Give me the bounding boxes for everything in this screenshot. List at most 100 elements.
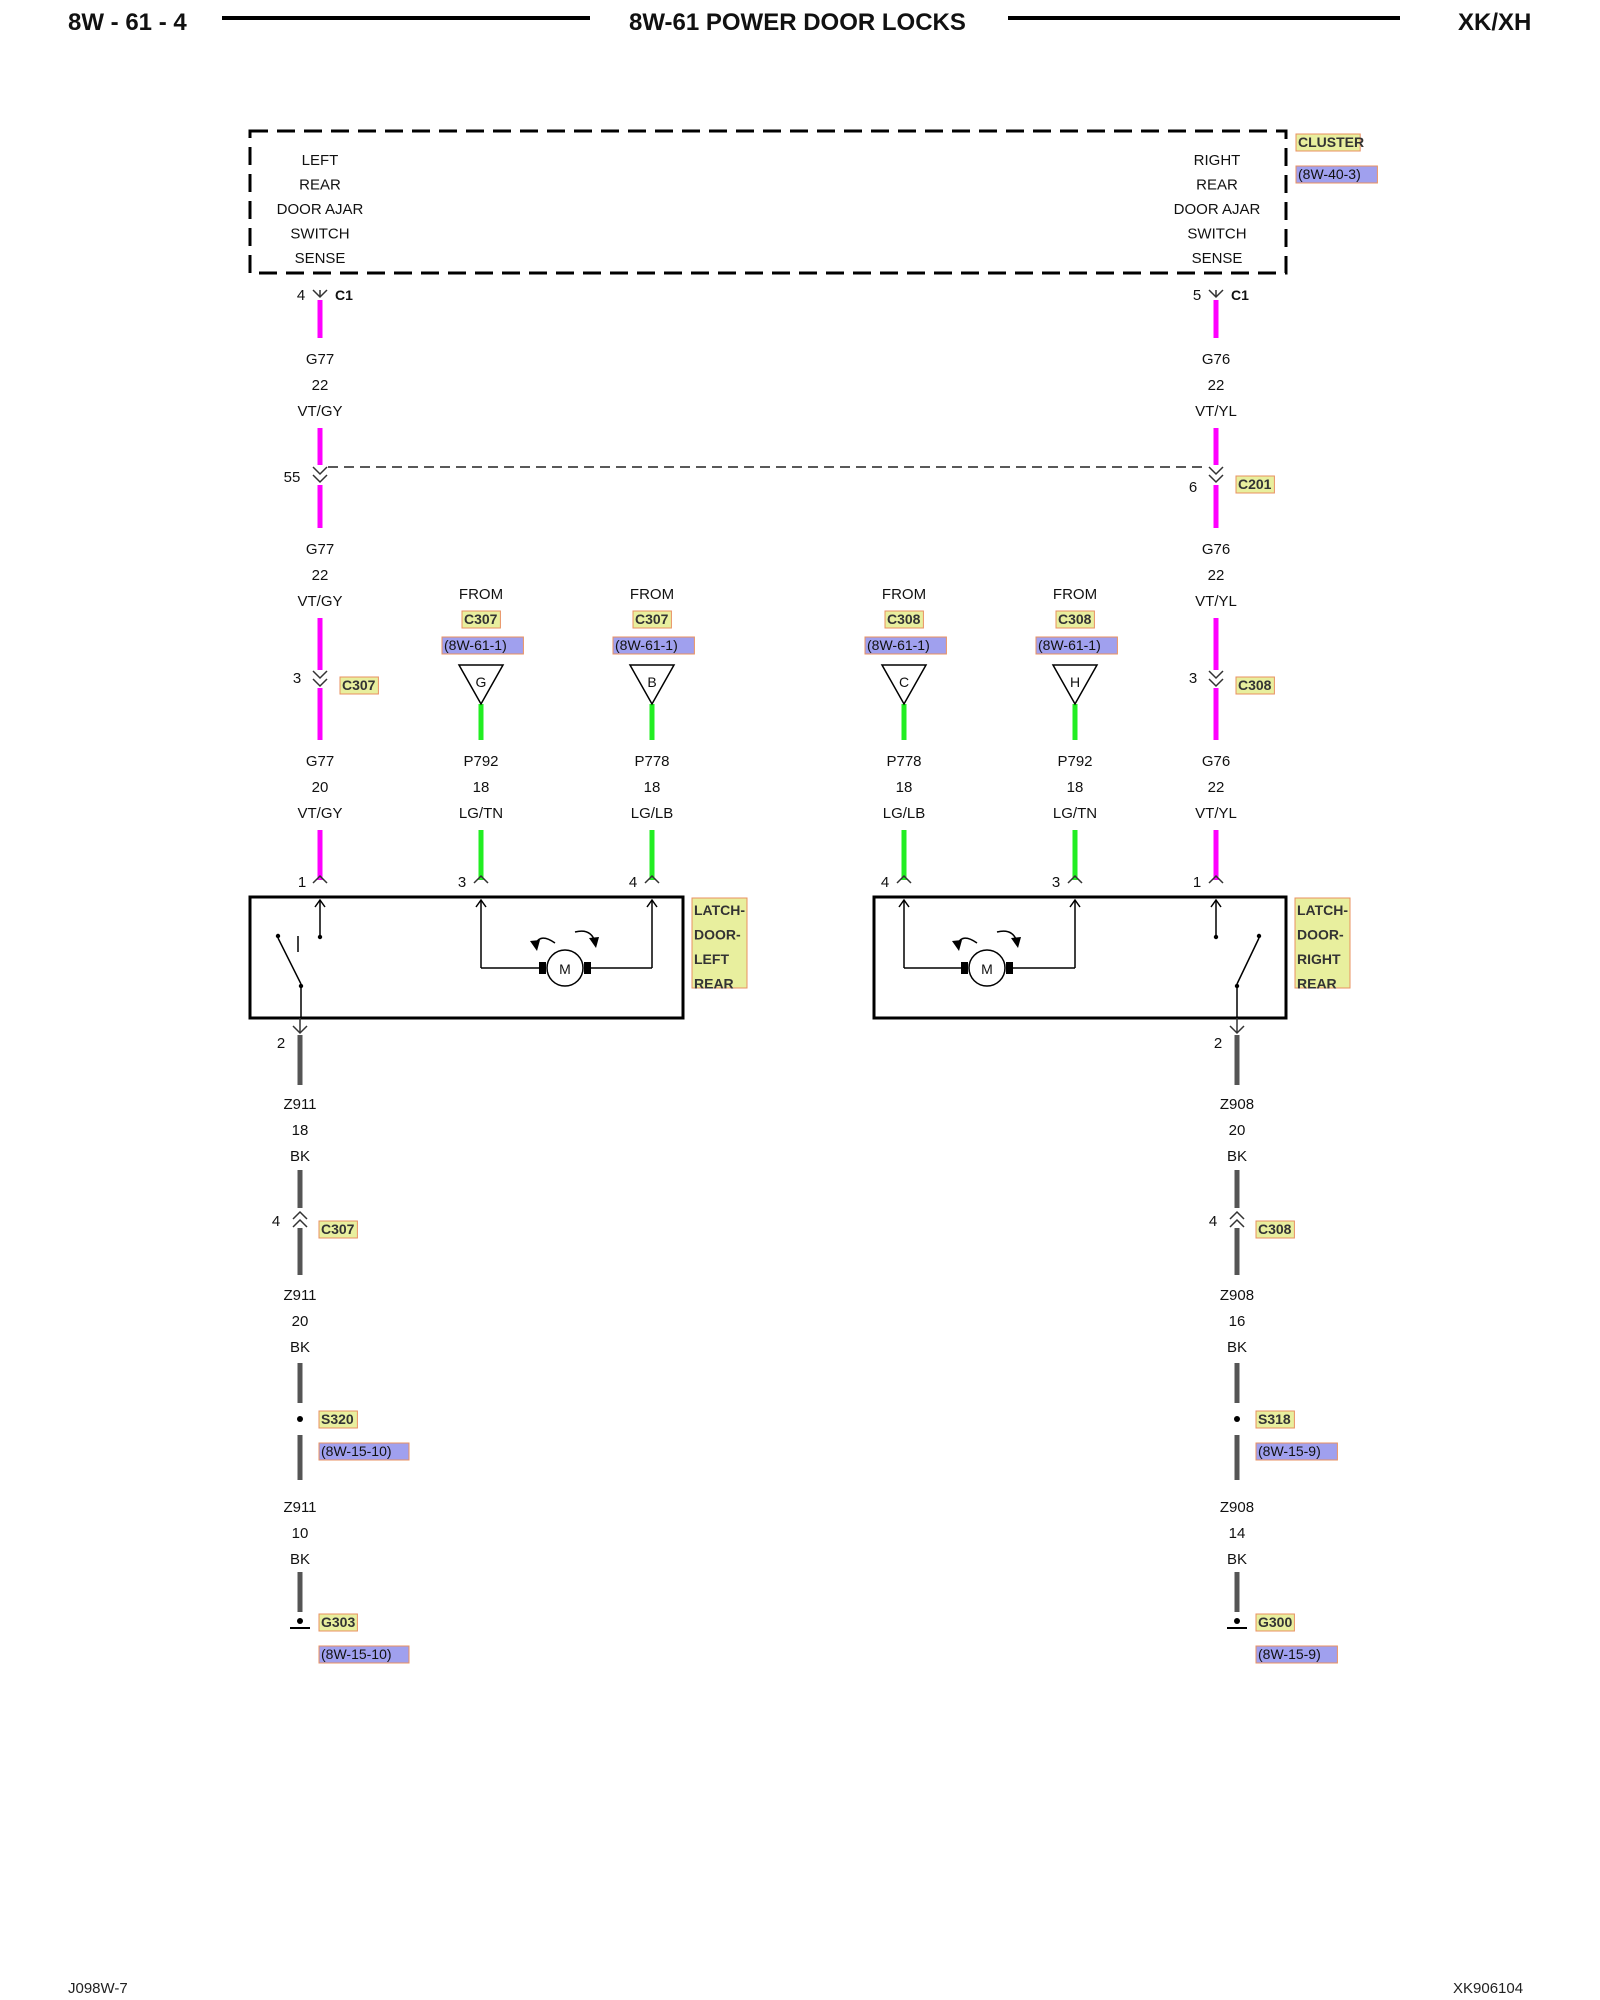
wire-z908-c-circuit: Z908 [1220, 1499, 1254, 1516]
from-arrow-triangle [1051, 664, 1099, 706]
motor-right-brush-a [961, 962, 968, 974]
latch-pin-chevron [1067, 874, 1083, 884]
latch-right-pin1-contact [1213, 934, 1219, 940]
latch-left-tag: LEFT [694, 951, 729, 967]
motor-right-brush-b [1006, 962, 1013, 974]
motor-left-rotation-head-left [530, 940, 540, 951]
pin-c307-g77: 3 [293, 670, 301, 687]
motor-left-arrow-b [646, 898, 658, 908]
motor-right-label: M [981, 961, 993, 977]
cluster-name-tag-bg [1295, 133, 1361, 152]
wire-z911-b-color: BK [290, 1339, 310, 1356]
latch-left-switch-blade [277, 937, 302, 985]
cluster-ref-tag: (8W-40-3) [1298, 166, 1361, 182]
latch-pin-number: 3 [1052, 874, 1060, 891]
connector-c307-g77-tag: C307 [342, 677, 376, 693]
cluster-left-label: REAR [299, 177, 341, 194]
motor-left-label: M [559, 961, 571, 977]
ground-g303-tag: G303 [321, 1614, 355, 1630]
cluster-right-label: SWITCH [1187, 226, 1246, 243]
wire-z908-b-gauge: 16 [1229, 1313, 1246, 1330]
footer-left-code: J098W-7 [68, 1980, 128, 1997]
wire-z911-c-color: BK [290, 1551, 310, 1568]
connector-c308-g76 [1208, 670, 1224, 680]
connector-c201-tag: C201 [1238, 476, 1272, 492]
latch-pin-chevron [473, 874, 489, 884]
cluster-ref-tag-bg [1295, 165, 1378, 184]
ground-g300-ref-bg [1255, 1645, 1338, 1664]
motor-right-rotation-head-right [1011, 937, 1021, 948]
wire-z908-a-circuit: Z908 [1220, 1096, 1254, 1113]
wire-g77-a-color: VT/GY [297, 403, 342, 420]
from-arrow-triangle [457, 664, 505, 706]
wire-g76-b-color: VT/YL [1195, 593, 1237, 610]
cluster-name-tag: CLUSTER [1298, 134, 1364, 150]
connector-c201-right [1208, 474, 1224, 484]
wire-green-color: LG/LB [631, 805, 674, 822]
latch-pin-chevron [644, 874, 660, 884]
wire-g76-c-circuit: G76 [1202, 753, 1230, 770]
latch-left-tag: LATCH- [694, 902, 745, 918]
from-cavity-letter: C [899, 674, 909, 690]
wire-g77-a-circuit: G77 [306, 351, 334, 368]
wire-green-gauge: 18 [473, 779, 490, 796]
wire-g76-b-gauge: 22 [1208, 567, 1225, 584]
wire-green-gauge: 18 [1067, 779, 1084, 796]
from-ref-tag-bg [864, 636, 947, 655]
motor-left-brush-b [584, 962, 591, 974]
wire-z911-a-color: BK [290, 1148, 310, 1165]
latch-right-tag: DOOR- [1297, 927, 1344, 943]
cluster-right-label: REAR [1196, 177, 1238, 194]
splice-s320-dot [297, 1416, 303, 1422]
connector-c307-g77 [312, 670, 328, 680]
ground-g303-ref-bg [318, 1645, 410, 1664]
connector-c307-z911 [292, 1218, 308, 1228]
from-ref-tag: (8W-61-1) [1038, 637, 1101, 653]
pin-c201-left: 55 [284, 469, 301, 486]
wire-z908-c-color: BK [1227, 1551, 1247, 1568]
wire-green-circuit: P778 [634, 753, 669, 770]
latch-left-tag-bg [691, 897, 748, 989]
from-ref-tag: (8W-61-1) [867, 637, 930, 653]
latch-pin-chevron [896, 874, 912, 884]
from-connector-tag: C308 [887, 611, 921, 627]
pin-c1-left: 4 [297, 287, 305, 304]
wire-g77-c-circuit: G77 [306, 753, 334, 770]
from-connector-tag-bg [1055, 610, 1095, 629]
latch-right-tag: LATCH- [1297, 902, 1348, 918]
splice-s320-ref: (8W-15-10) [321, 1443, 392, 1459]
latch-left-switch-pivot [275, 933, 281, 939]
latch-pin-number: 1 [298, 874, 306, 891]
connector-c201-right [1208, 466, 1224, 476]
connector-c307-z911 [292, 1210, 308, 1220]
cluster-right-label: RIGHT [1194, 152, 1241, 169]
wire-z911-c-gauge: 10 [292, 1525, 309, 1542]
wire-z908-b-color: BK [1227, 1339, 1247, 1356]
ground-g300-dot [1234, 1618, 1240, 1624]
wire-g76-c-color: VT/YL [1195, 805, 1237, 822]
from-ref-tag-bg [612, 636, 695, 655]
wire-z911-a-gauge: 18 [292, 1122, 309, 1139]
cluster-left-label: SENSE [295, 250, 346, 267]
wire-g77-c-color: VT/GY [297, 805, 342, 822]
footer-right-code: XK906104 [1453, 1980, 1524, 1997]
latch-left-pin1-arrow [314, 898, 326, 908]
wire-green-color: LG/TN [459, 805, 503, 822]
motor-left-circle [546, 949, 584, 987]
connector-c308-g76-tag: C308 [1238, 677, 1272, 693]
motor-right-circle [968, 949, 1006, 987]
page-code: 8W - 61 - 4 [68, 9, 187, 36]
wire-z908-b-circuit: Z908 [1220, 1287, 1254, 1304]
wire-g76-a-gauge: 22 [1208, 377, 1225, 394]
from-label: FROM [882, 586, 926, 603]
from-arrow-triangle [628, 664, 676, 706]
splice-s318-tag-bg [1255, 1410, 1295, 1429]
ground-g303-ref: (8W-15-10) [321, 1646, 392, 1662]
from-connector-tag-bg [632, 610, 672, 629]
cluster-right-label: DOOR AJAR [1174, 201, 1261, 218]
cluster-left-label: SWITCH [290, 226, 349, 243]
wire-green-circuit: P792 [463, 753, 498, 770]
wire-z908-c-gauge: 14 [1229, 1525, 1246, 1542]
splice-s318-ref: (8W-15-9) [1258, 1443, 1321, 1459]
